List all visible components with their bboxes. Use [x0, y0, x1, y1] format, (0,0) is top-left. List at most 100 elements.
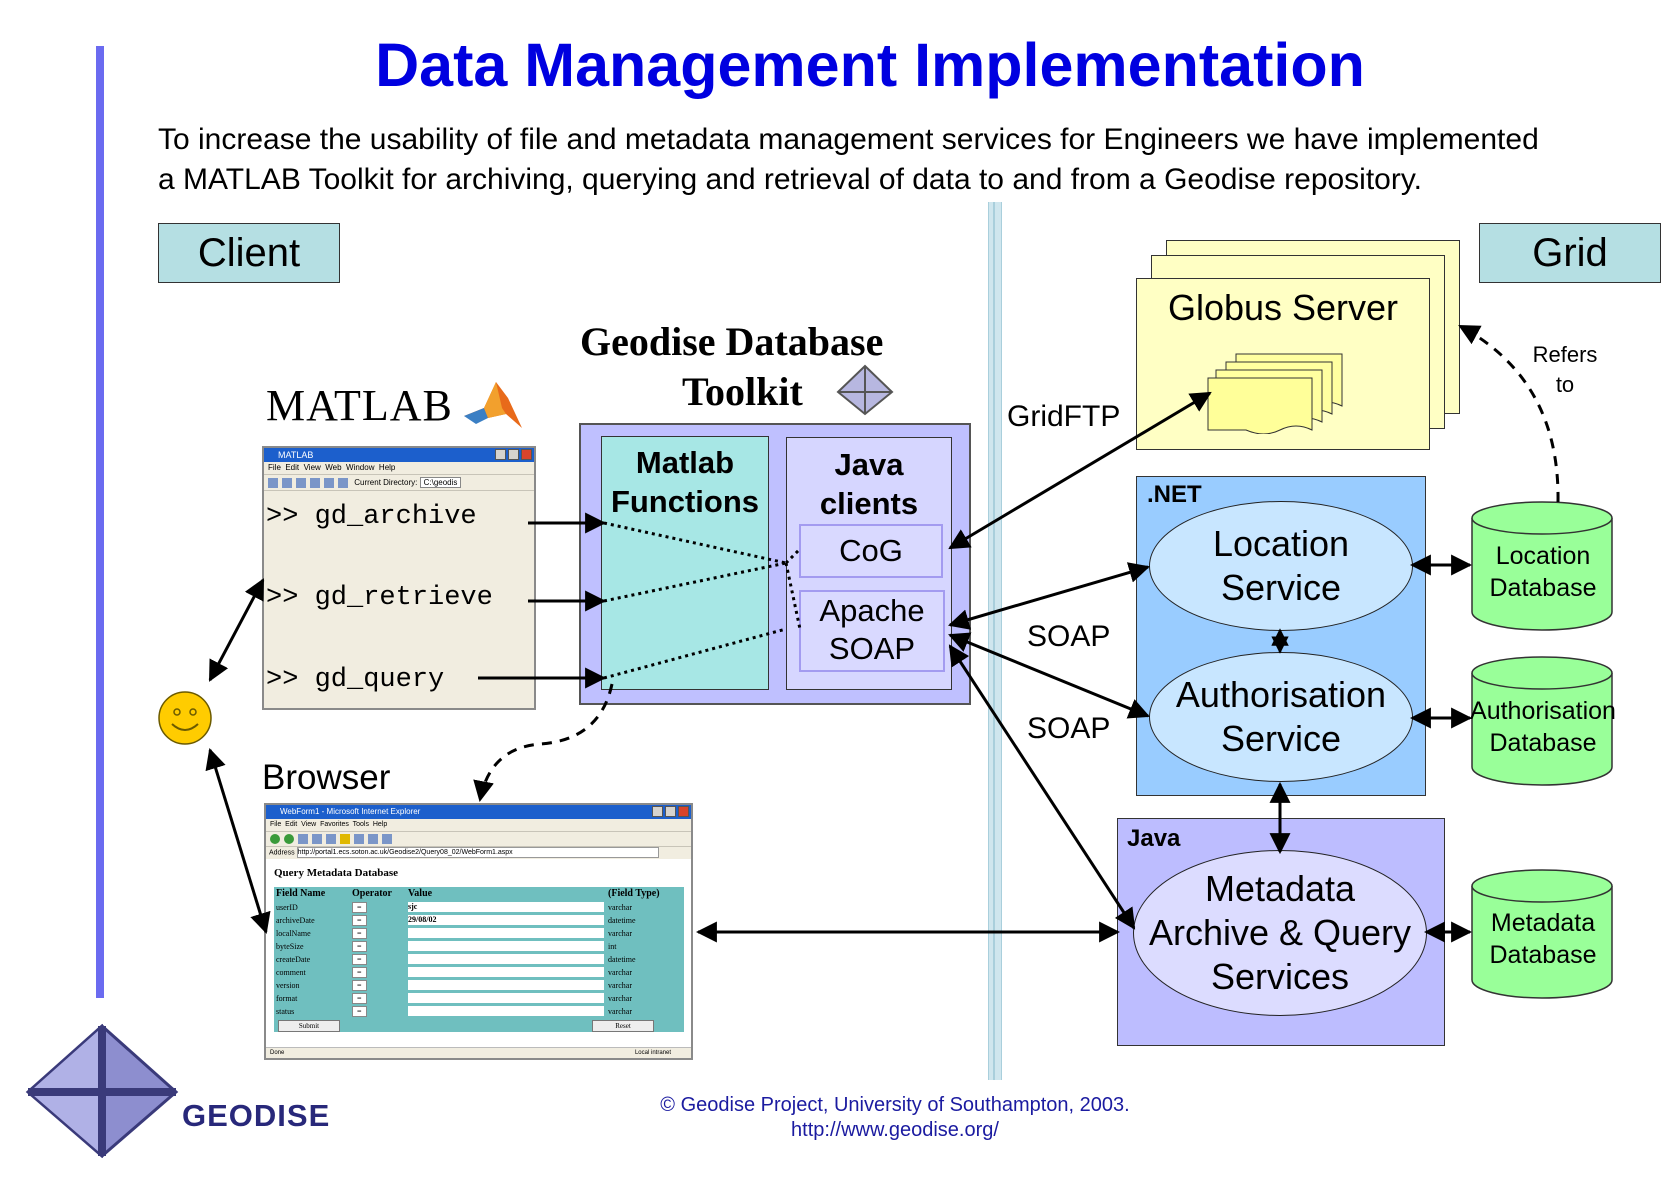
intro-line-1: To increase the usability of file and me…	[158, 123, 1539, 156]
arrow-user-matlab	[208, 578, 265, 682]
globus-server-label: Globus Server	[1167, 287, 1399, 328]
location-database-line2: Database	[1489, 574, 1597, 602]
media-icon[interactable]	[354, 833, 364, 844]
menu-edit[interactable]: Edit	[285, 463, 300, 472]
client-grid-divider	[988, 202, 1002, 1080]
browser-menu-favorites[interactable]: Favorites	[320, 821, 349, 828]
footer-copyright: © Geodise Project, University of Southam…	[660, 1094, 1130, 1116]
operator-value[interactable]: =	[352, 993, 367, 1004]
print-icon[interactable]	[382, 833, 392, 844]
intro-text: To increase the usability of file and me…	[158, 120, 1638, 200]
col-operator: Operator	[352, 888, 392, 899]
value-input[interactable]	[408, 993, 604, 1003]
operator-select[interactable]: =	[352, 992, 408, 1005]
address-input[interactable]: http://portal1.ecs.soton.ac.uk/Geodise2/…	[296, 847, 659, 858]
matlab-functions-line1: Matlab	[635, 445, 735, 480]
open-folder-icon[interactable]	[282, 477, 292, 488]
col-field-name: Field Name	[276, 888, 326, 899]
operator-select[interactable]: =	[352, 940, 408, 953]
refresh-icon[interactable]	[312, 833, 322, 844]
browser-menu-edit[interactable]: Edit	[285, 821, 298, 828]
browser-window: WebForm1 - Microsoft Internet Explorer F…	[264, 803, 693, 1060]
browser-maximize-button[interactable]	[665, 806, 676, 817]
browser-close-button[interactable]	[678, 806, 689, 817]
field-name-cell: status	[276, 1007, 295, 1016]
favorites-star-icon[interactable]	[340, 833, 350, 844]
value-input[interactable]: 29/08/02	[408, 915, 604, 925]
intro-line-2: a MATLAB Toolkit for archiving, querying…	[158, 163, 1422, 196]
matlab-window-titlebar: MATLAB	[264, 448, 534, 462]
copy-icon[interactable]	[310, 477, 320, 488]
field-name-cell: archiveDate	[276, 916, 315, 925]
operator-select[interactable]: =	[352, 966, 408, 979]
maximize-button[interactable]	[508, 449, 519, 460]
browser-menubar: File Edit View Favorites Tools Help	[266, 819, 691, 831]
value-input[interactable]	[408, 1006, 604, 1016]
stop-icon[interactable]	[298, 833, 308, 844]
menu-file[interactable]: File	[268, 463, 281, 472]
query-table-row: format=varchar	[274, 992, 684, 1005]
minimize-button[interactable]	[495, 449, 506, 460]
back-icon[interactable]	[270, 833, 280, 844]
home-icon[interactable]	[326, 833, 336, 844]
apache-soap-line2: SOAP	[828, 631, 916, 666]
value-input[interactable]	[408, 941, 604, 951]
browser-menu-help[interactable]: Help	[372, 821, 388, 828]
browser-menu-view[interactable]: View	[301, 821, 317, 828]
browser-label: Browser	[262, 758, 391, 797]
operator-value[interactable]: =	[352, 980, 367, 991]
dotnet-label: .NET	[1147, 481, 1202, 508]
operator-select[interactable]: =	[352, 901, 408, 914]
operator-value[interactable]: =	[352, 928, 367, 939]
operator-select[interactable]: =	[352, 927, 408, 940]
menu-window[interactable]: Window	[346, 463, 375, 472]
forward-icon[interactable]	[284, 833, 294, 844]
operator-select[interactable]: =	[352, 914, 408, 927]
paste-icon[interactable]	[324, 477, 334, 488]
client-label: Client	[158, 223, 340, 283]
browser-menu-tools[interactable]: Tools	[352, 821, 369, 828]
operator-select[interactable]: =	[352, 979, 408, 992]
cut-icon[interactable]	[296, 477, 306, 488]
operator-select[interactable]: =	[352, 953, 408, 966]
menu-help[interactable]: Help	[378, 463, 396, 472]
value-input[interactable]	[408, 928, 604, 938]
operator-select[interactable]: =	[352, 1005, 408, 1018]
query-table-row: byteSize=int	[274, 940, 684, 953]
submit-button[interactable]: Submit	[278, 1020, 340, 1032]
value-input[interactable]	[408, 967, 604, 977]
metadata-service-line3: Services	[1210, 956, 1350, 997]
close-button[interactable]	[521, 449, 532, 460]
operator-value[interactable]: =	[352, 941, 367, 952]
operator-value[interactable]: =	[352, 902, 367, 913]
reset-button[interactable]: Reset	[592, 1020, 654, 1032]
status-zone: Local intranet	[634, 1050, 671, 1056]
footer-url[interactable]: http://www.geodise.org/	[791, 1119, 999, 1141]
files-stack-icon	[1207, 353, 1343, 434]
page-title: Data Management Implementation	[375, 31, 1365, 99]
browser-menu-file[interactable]: File	[270, 821, 282, 828]
value-input[interactable]	[408, 954, 604, 964]
operator-value[interactable]: =	[352, 954, 367, 965]
new-file-icon[interactable]	[268, 477, 278, 488]
footer: © Geodise Project, University of Southam…	[0, 1093, 1678, 1143]
help-icon[interactable]	[338, 477, 348, 488]
operator-value[interactable]: =	[352, 1006, 367, 1017]
query-table-row: comment=varchar	[274, 966, 684, 979]
address-bar: Address http://portal1.ecs.soton.ac.uk/G…	[266, 847, 691, 859]
current-directory-field[interactable]: C:\geodis	[419, 477, 462, 488]
query-buttons-row: Submit Reset	[274, 1018, 684, 1032]
value-input[interactable]	[408, 980, 604, 990]
menu-view[interactable]: View	[303, 463, 321, 472]
field-name-cell: userID	[276, 903, 298, 912]
operator-value[interactable]: =	[352, 915, 367, 926]
operator-value[interactable]: =	[352, 967, 367, 978]
mail-icon[interactable]	[368, 833, 378, 844]
value-input[interactable]: sjc	[408, 902, 604, 912]
query-table-row: status=varchar	[274, 1005, 684, 1018]
browser-minimize-button[interactable]	[652, 806, 663, 817]
menu-web[interactable]: Web	[325, 463, 342, 472]
query-table: Field Name Operator Value (Field Type) u…	[274, 887, 684, 1032]
